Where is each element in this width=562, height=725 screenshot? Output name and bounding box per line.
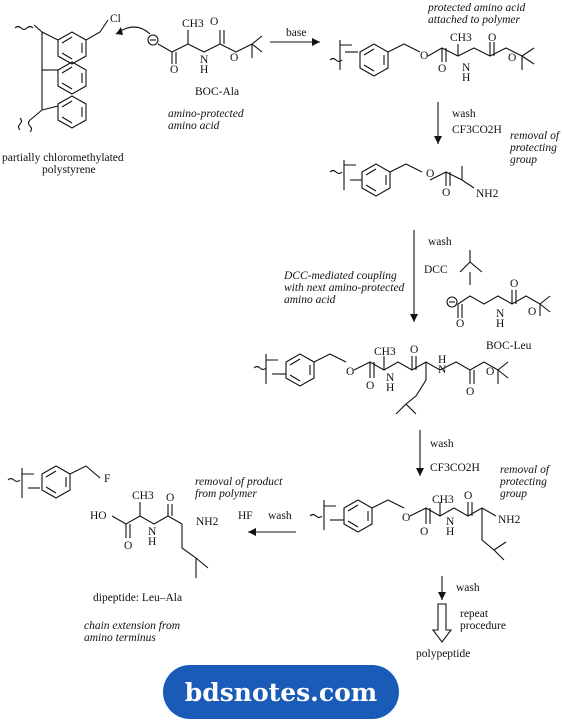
tfa-label-2: CF3CO2H <box>430 462 480 474</box>
removal-product-label-1: removal of product <box>195 476 283 488</box>
o-label-p1-boc: O <box>488 32 497 44</box>
polypeptide-label: polypeptide <box>416 648 471 660</box>
ch3-label-ala: CH3 <box>182 18 204 30</box>
ch3-label-p4: CH3 <box>432 494 454 506</box>
o-label-p4-amide: O <box>464 490 473 502</box>
chloromethyl-polystyrene-structure <box>14 19 109 133</box>
o-label-p2-ester: O <box>426 168 435 180</box>
h-label-ala: H <box>200 64 209 76</box>
base-label: base <box>286 27 306 39</box>
wash-label-2: wash <box>428 236 452 248</box>
o-label-p4-ester: O <box>402 512 411 524</box>
o-label-leu-ether: O <box>528 306 537 318</box>
h-label-p3-1: H <box>386 382 395 394</box>
repeat-label-1: repeat <box>460 608 489 620</box>
wash-label-1: wash <box>452 108 476 120</box>
o-label-p3-carbonyl2: O <box>410 344 419 356</box>
n-label-p3-1: N <box>386 372 395 384</box>
chain-extension-label-2: amino terminus <box>84 632 156 644</box>
nh2-label-p4: NH2 <box>498 514 521 526</box>
removal-protecting-label-1b: protecting <box>510 142 557 154</box>
wash-label-3: wash <box>430 438 454 450</box>
removal-protecting-label-1a: removal of <box>510 130 560 142</box>
leu-ala-dipeptide-structure <box>111 502 209 578</box>
protected-dipeptide-on-polymer <box>253 353 509 415</box>
protected-attached-label-2: attached to polymer <box>428 14 520 26</box>
removal-protecting-label-2b: protecting <box>500 476 547 488</box>
dcc-coupling-label-2: with next amino-protected <box>284 282 405 294</box>
dipeptide-label: dipeptide: Leu–Ala <box>93 592 183 604</box>
deprotected-amino-acid-on-polymer <box>329 160 475 197</box>
tfa-label-1: CF3CO2H <box>452 124 502 136</box>
o-label-p1-ether: O <box>508 52 517 64</box>
o-label-dipeptide-amide: O <box>166 492 175 504</box>
hollow-down-arrow <box>431 603 453 643</box>
h-label-leu: H <box>496 318 505 330</box>
fluoromethyl-polystyrene-structure <box>7 465 101 499</box>
o-label-ala-ether: O <box>230 52 239 64</box>
o-label-ala-carbonyl: O <box>210 16 219 28</box>
o-label-leu-acid: O <box>456 318 465 330</box>
o-label-p3-carbonyl1: O <box>366 380 375 392</box>
n-label-p4: N <box>446 516 455 528</box>
dcc-label: DCC <box>424 264 448 276</box>
o-label-ala-acid: O <box>170 64 179 76</box>
o-label-p3-ester: O <box>346 366 355 378</box>
ho-label: HO <box>90 510 107 522</box>
removal-protecting-label-2c: group <box>500 488 528 500</box>
ch3-label-dipeptide: CH3 <box>132 490 154 502</box>
removal-product-label-2: from polymer <box>195 488 257 500</box>
protected-attached-label-1: protected amino acid <box>428 2 526 14</box>
wash-label-5: wash <box>456 582 480 594</box>
ch3-label-p3: CH3 <box>374 346 396 358</box>
wash-label-4: wash <box>268 510 292 522</box>
amino-protected-label-1: amino-protected <box>168 108 244 120</box>
protected-amino-acid-on-polymer <box>329 40 535 77</box>
dcc-coupling-label-3: amino acid <box>284 294 336 306</box>
h-label-p4: H <box>446 526 455 538</box>
polystyrene-label-1: partially chloromethylated <box>2 152 124 164</box>
h-label-p3-2: H <box>438 354 447 366</box>
nh2-label-dipeptide: NH2 <box>196 516 219 528</box>
o-label-p1-ester: O <box>420 50 429 62</box>
watermark-badge: bdsnotes.com <box>163 665 399 719</box>
removal-protecting-label-2a: removal of <box>500 464 550 476</box>
boc-ala-label: BOC-Ala <box>195 86 240 98</box>
hf-label: HF <box>238 510 253 522</box>
o-label-p3-ether: O <box>486 366 495 378</box>
removal-protecting-label-1c: group <box>510 154 538 166</box>
nh2-label-p2: NH2 <box>476 188 499 200</box>
boc-leu-structure <box>446 250 551 318</box>
n-label-p3-2: N <box>438 364 447 376</box>
h-label-dipeptide: H <box>148 536 157 548</box>
n-label-leu: N <box>496 308 505 320</box>
o-label-leu-boc: O <box>510 278 519 290</box>
polystyrene-label-2: polystyrene <box>42 164 96 176</box>
ch3-label-p1: CH3 <box>450 32 472 44</box>
o-label-p4-carbonyl: O <box>420 526 429 538</box>
boc-ala-structure <box>147 30 263 64</box>
o-label-dipeptide-acid: O <box>124 540 133 552</box>
n-label-p1: N <box>462 62 471 74</box>
o-label-p2-carbonyl: O <box>442 187 451 199</box>
n-label-dipeptide: N <box>148 526 157 538</box>
amino-protected-label-2: amino acid <box>168 120 220 132</box>
fluorine-label: F <box>104 473 110 485</box>
o-label-p3-boc: O <box>466 386 475 398</box>
h-label-p1: H <box>462 72 471 84</box>
repeat-label-2: procedure <box>460 620 506 632</box>
boc-leu-label: BOC-Leu <box>486 340 532 352</box>
chlorine-label: Cl <box>110 13 121 25</box>
dcc-coupling-label-1: DCC-mediated coupling <box>284 270 397 282</box>
chain-extension-label-1: chain extension from <box>84 620 181 632</box>
n-label-ala: N <box>200 54 209 66</box>
o-label-p1-carbonyl: O <box>438 63 447 75</box>
dipeptide-on-polymer <box>309 499 507 561</box>
